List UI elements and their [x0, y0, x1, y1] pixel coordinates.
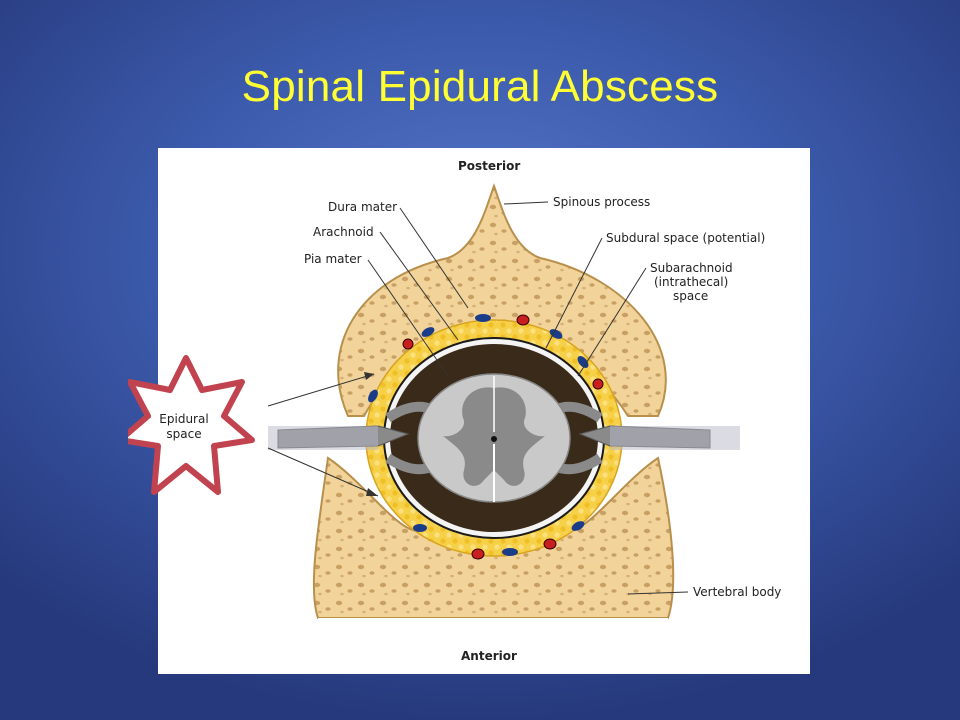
- posterior-label: Posterior: [458, 159, 520, 173]
- vertebral-body-label: Vertebral body: [693, 585, 781, 599]
- vertebral-body: [312, 456, 675, 624]
- spinous-process-label: Spinous process: [553, 195, 650, 209]
- dura-mater-label: Dura mater: [328, 200, 397, 214]
- spinal-cross-section-diagram: Posterior Anterior Dura mater Arachnoid …: [158, 148, 810, 674]
- subdural-space-label: Subdural space (potential): [606, 231, 765, 245]
- star-outline: [128, 355, 255, 495]
- subarachnoid-label-line3: space: [673, 289, 708, 303]
- slide-title: Spinal Epidural Abscess: [241, 62, 719, 111]
- arachnoid-label: Arachnoid: [313, 225, 374, 239]
- subarachnoid-label-line1: Subarachnoid: [650, 261, 733, 275]
- epidural-vessels: [368, 314, 604, 560]
- epidural-label-line2: space: [166, 427, 202, 441]
- anterior-label: Anterior: [461, 649, 517, 663]
- pia-mater-label: Pia mater: [304, 252, 362, 266]
- epidural-label-line1: Epidural: [159, 412, 209, 426]
- spinal-cord: [417, 373, 571, 503]
- epidural-highlight-star: Epidural space: [128, 354, 278, 500]
- subarachnoid-label-line2: (intrathecal): [654, 275, 728, 289]
